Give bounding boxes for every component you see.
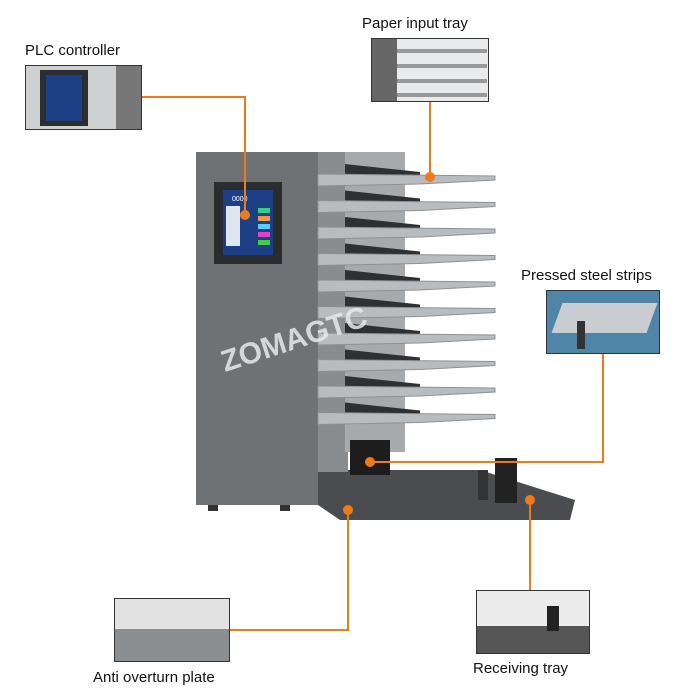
anti-overturn-plate-label: Anti overturn plate (93, 669, 215, 686)
paper-trays (317, 164, 496, 426)
pressed-steel-strips-label: Pressed steel strips (521, 267, 652, 284)
paper-tray (317, 199, 496, 214)
paper-input-tray-label: Paper input tray (362, 15, 468, 32)
plc-controller-label: PLC controller (25, 42, 121, 59)
paper-tray (317, 173, 496, 187)
receiving-tray (318, 470, 575, 520)
tray-stopper (495, 458, 517, 503)
paper-tray (317, 305, 496, 320)
paper-tray (317, 358, 496, 373)
steel-strips-thumbnail (546, 290, 660, 354)
plc-thumbnail (25, 65, 142, 130)
paper-tray (317, 279, 496, 293)
paper-tray (317, 385, 496, 399)
paper-tray (317, 226, 496, 240)
paper-input-thumbnail (371, 38, 489, 102)
paper-tray (317, 332, 496, 346)
paper-tray (317, 252, 496, 267)
anti-overturn-thumbnail (114, 598, 230, 662)
paper-tray (317, 411, 496, 426)
screen-counter: 0000 (232, 196, 248, 203)
receiving-tray-label: Receiving tray (473, 660, 569, 677)
receiving-tray-thumbnail (476, 590, 590, 654)
